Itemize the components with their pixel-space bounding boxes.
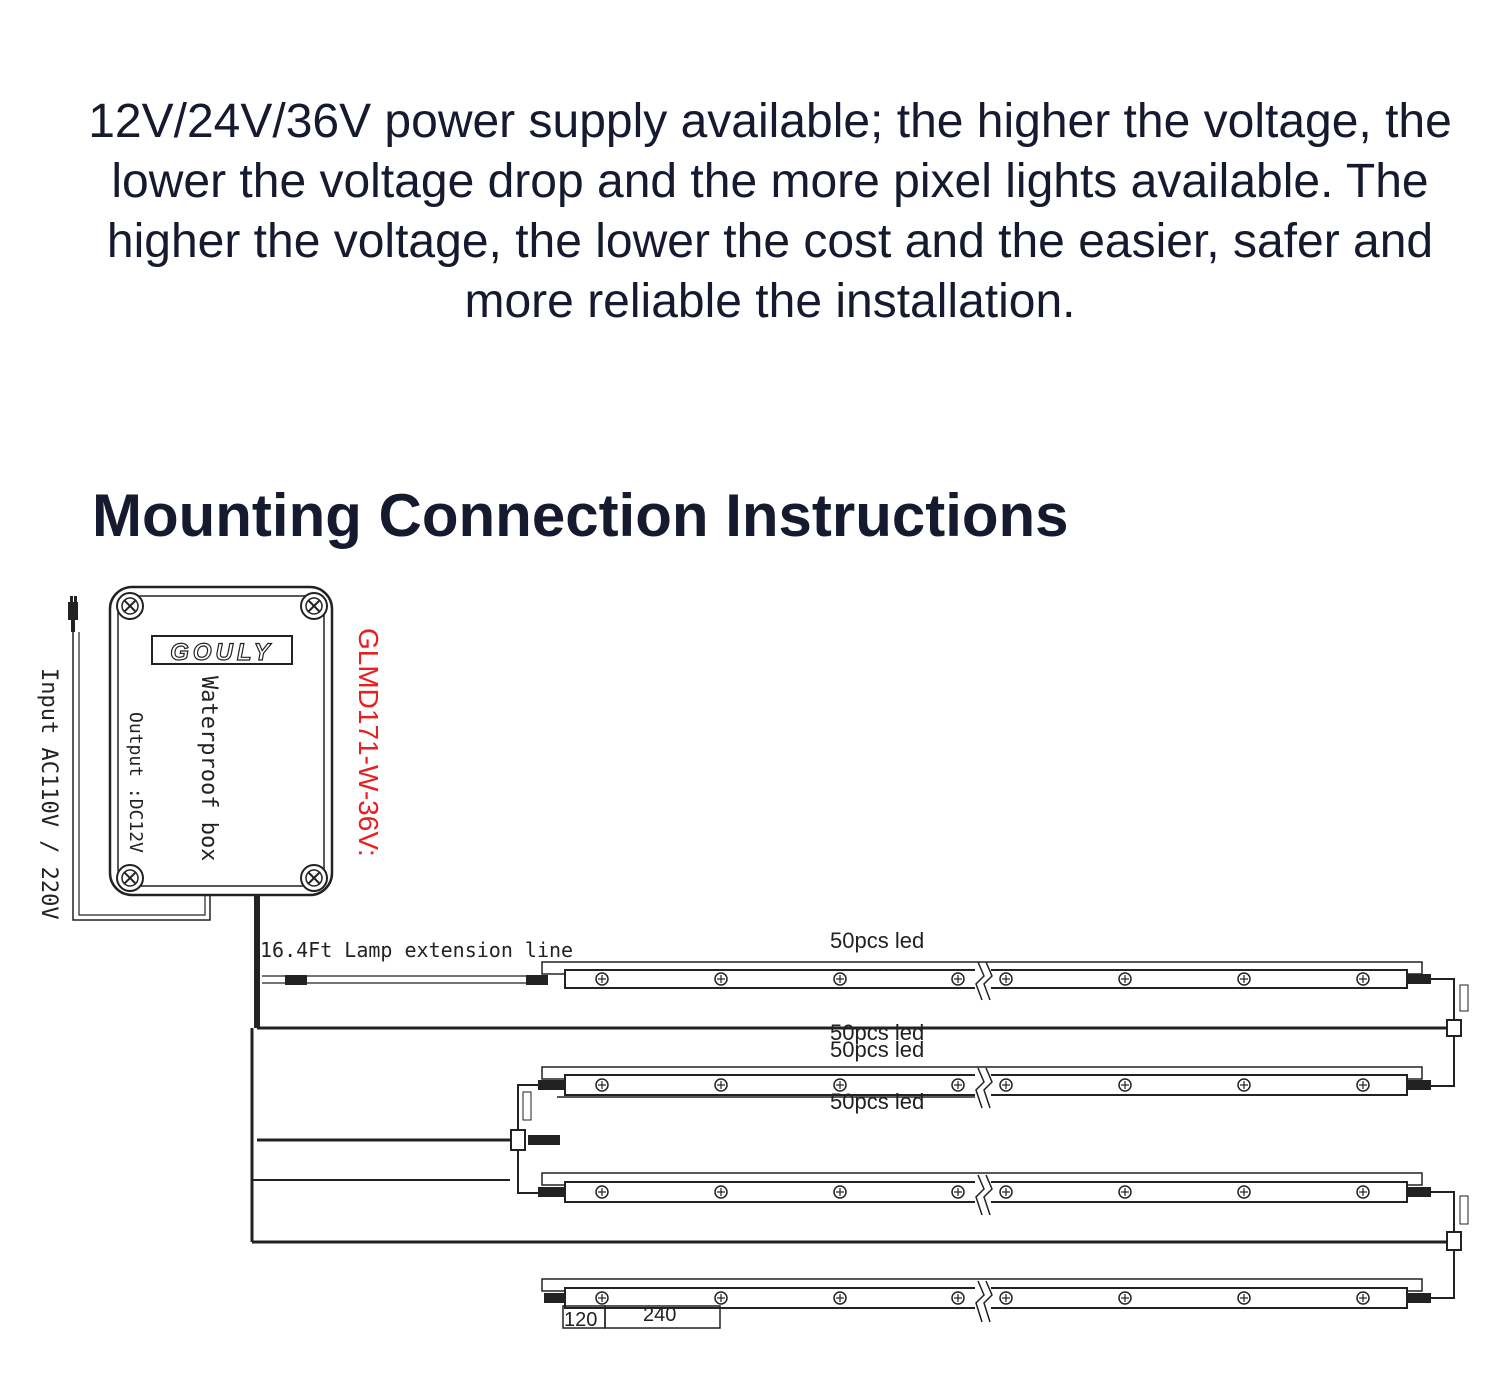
box-label: Waterproof box	[196, 676, 221, 861]
screw-icon	[300, 592, 328, 620]
dimension-240: 240	[643, 1304, 676, 1326]
connector-icon	[1459, 984, 1469, 1012]
led-count-label-2: 50pcs led	[830, 1020, 924, 1045]
output-label: Output :DC12V	[125, 712, 146, 853]
screw-icon	[300, 864, 328, 892]
screw-icon	[116, 592, 144, 620]
brand-logo: GOULY	[170, 639, 274, 666]
dimension-120: 120	[564, 1309, 597, 1331]
led-strip-2	[538, 1066, 1431, 1109]
input-plug-icon	[68, 596, 78, 632]
extension-label: 16.4Ft Lamp extension line	[260, 938, 573, 962]
dimension-box	[562, 1305, 721, 1329]
input-label: Input AC110V / 220V	[36, 668, 61, 920]
led-strip-4	[541, 1278, 1431, 1323]
model-label: GLMD171-W-36V:	[353, 628, 384, 857]
screw-icon	[116, 864, 144, 892]
led-strip-1	[541, 961, 1431, 1001]
intro-paragraph: 12V/24V/36V power supply available; the …	[88, 95, 1452, 328]
waterproof-box	[108, 585, 334, 897]
led-strip-3	[538, 1172, 1431, 1216]
section-heading: Mounting Connection Instructions	[92, 482, 1069, 549]
input-cable	[72, 632, 211, 921]
led-count-label-1: 50pcs led	[830, 928, 924, 953]
led-count-label-3: 50pcs led	[830, 1037, 924, 1062]
led-count-label-4: 50pcs led	[830, 1089, 924, 1114]
connector-icon	[522, 1091, 532, 1121]
connector-icon	[1459, 1195, 1469, 1225]
